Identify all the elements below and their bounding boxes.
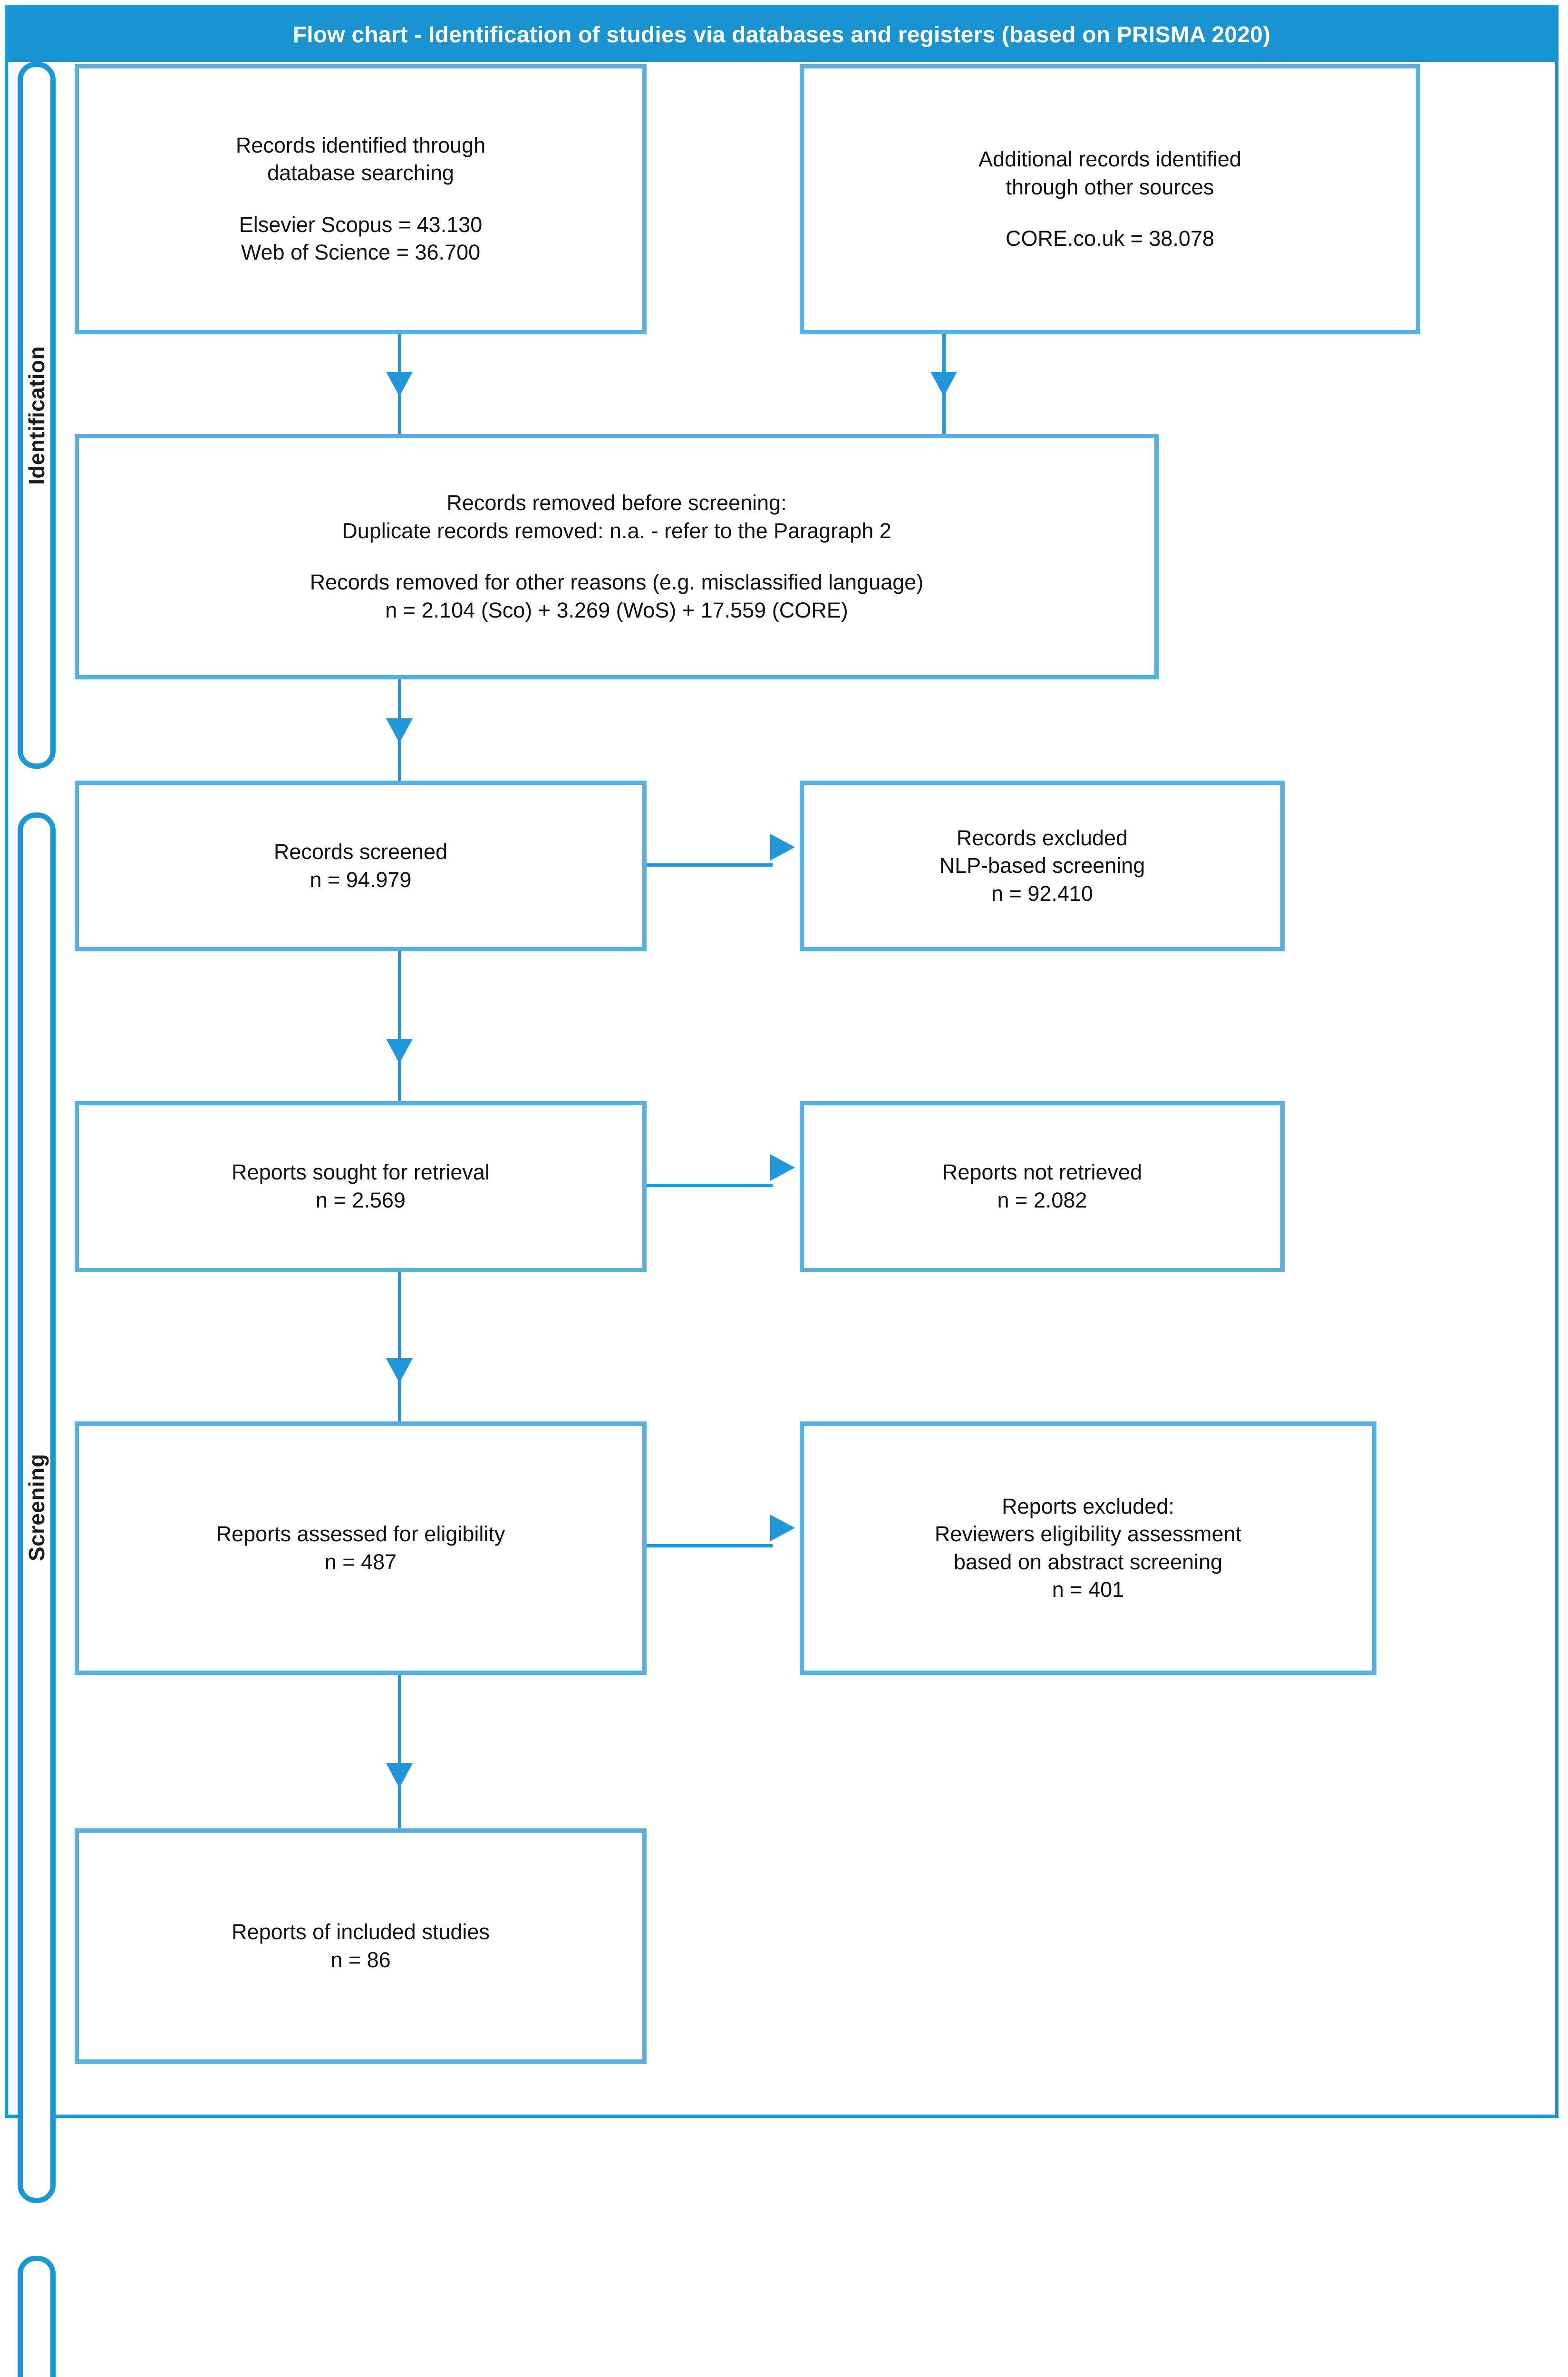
connector-assessed-to-excluded-arrowhead	[770, 1515, 795, 1542]
box-additional-records-identified: Additional records identified through ot…	[800, 64, 1420, 334]
box-reports-included-title: Reports of included studies n = 86	[232, 1920, 490, 1972]
connector-sought-to-notretrieved-line	[647, 1183, 773, 1187]
connector-screened-to-excluded-arrowhead	[770, 833, 795, 860]
page-title: Flow chart - Identification of studies v…	[292, 22, 1271, 48]
box-additional-records-identified-title: Additional records identified through ot…	[978, 147, 1241, 199]
stage-band-eligibility: Eligibility	[18, 2256, 56, 2377]
connector-screened-to-sought-line	[398, 951, 401, 1117]
box-reports-not-retrieved: Reports not retrieved n = 2.082	[800, 1101, 1285, 1272]
box-records-excluded-title: Records excluded NLP-based screening n =…	[939, 825, 1145, 906]
stage-band-identification: Identification	[18, 62, 56, 769]
box-reports-excluded-title: Reports excluded: Reviewers eligibility …	[934, 1494, 1242, 1602]
chart-header-banner: Flow chart - Identification of studies v…	[8, 8, 1555, 62]
box-records-removed-title: Records removed before screening: Duplic…	[342, 491, 891, 543]
connector-screened-to-sought-arrowhead	[386, 1038, 413, 1063]
box-reports-of-included-studies: Reports of included studies n = 86	[75, 1828, 647, 2064]
box-records-identified-database-title: Records identified through database sear…	[235, 133, 486, 185]
box-reports-assessed-for-eligibility: Reports assessed for eligibility n = 487	[75, 1421, 647, 1675]
connector-screened-to-excluded-line	[647, 863, 773, 867]
box-records-removed-before-screening: Records removed before screening: Duplic…	[75, 434, 1159, 679]
stage-band-screening: Screening	[18, 812, 56, 2203]
prisma-flow-chart-figure: Flow chart - Identification of studies v…	[5, 5, 1558, 2377]
connector-assessed-to-included-arrowhead	[386, 1763, 413, 1788]
box-records-identified-database: Records identified through database sear…	[75, 64, 647, 334]
box-records-removed-counts: Records removed for other reasons (e.g. …	[310, 570, 924, 622]
connector-sought-to-assessed-arrowhead	[386, 1358, 413, 1383]
box-reports-assessed-title: Reports assessed for eligibility n = 487	[216, 1522, 505, 1574]
connector-removed-to-screened-arrowhead	[386, 718, 413, 743]
connector-assessed-to-included-line	[398, 1675, 401, 1844]
connector-sought-to-assessed-line	[398, 1272, 401, 1437]
box-reports-excluded: Reports excluded: Reviewers eligibility …	[800, 1421, 1376, 1675]
box-records-screened: Records screened n = 94.979	[75, 781, 647, 952]
box-reports-sought-title: Reports sought for retrieval n = 2.569	[232, 1160, 490, 1212]
connector-sought-to-notretrieved-arrowhead	[770, 1154, 795, 1181]
box-records-screened-title: Records screened n = 94.979	[273, 840, 448, 892]
box-additional-records-identified-counts: CORE.co.uk = 38.078	[1006, 226, 1214, 251]
stage-label-identification: Identification	[24, 346, 49, 485]
box-records-identified-database-counts: Elsevier Scopus = 43.130 Web of Science …	[239, 212, 483, 265]
stage-label-screening: Screening	[24, 1454, 49, 1562]
connector-other-to-removed-arrowhead	[930, 371, 957, 396]
box-records-excluded: Records excluded NLP-based screening n =…	[800, 781, 1285, 952]
connector-assessed-to-excluded-line	[647, 1544, 773, 1548]
box-reports-not-retrieved-title: Reports not retrieved n = 2.082	[942, 1160, 1142, 1212]
box-reports-sought-for-retrieval: Reports sought for retrieval n = 2.569	[75, 1101, 647, 1272]
connector-db-to-removed-arrowhead	[386, 371, 413, 396]
